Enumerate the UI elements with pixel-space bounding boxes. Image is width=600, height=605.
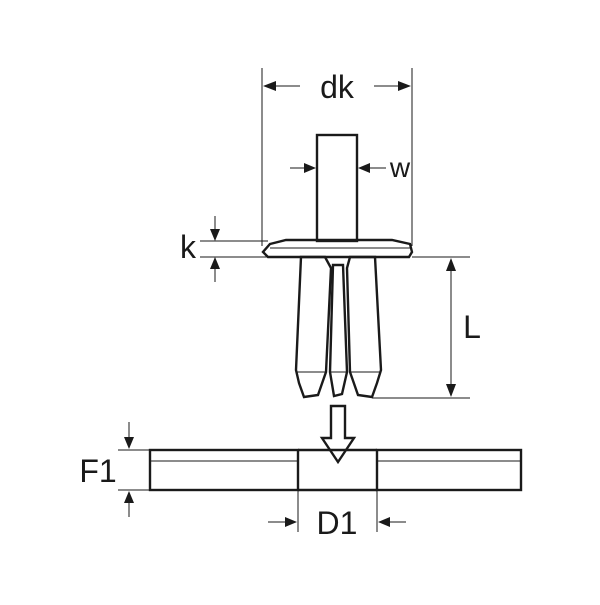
D1-dimension [268,490,406,532]
F1-label: F1 [79,453,116,489]
w-label: w [389,152,411,183]
insertion-arrow [319,404,357,465]
w-dimension [290,163,386,173]
L-label: L [463,309,481,345]
k-dimension [200,216,268,282]
D1-label: D1 [317,505,358,541]
dk-dimension [261,68,413,246]
clip-head [261,238,414,259]
F1-dimension [118,422,150,517]
L-dimension [372,256,470,399]
panel-section [148,448,523,492]
pin-shaft [315,133,359,243]
dk-label: dk [320,69,355,105]
k-label: k [180,229,197,265]
clip-legs [294,255,383,399]
